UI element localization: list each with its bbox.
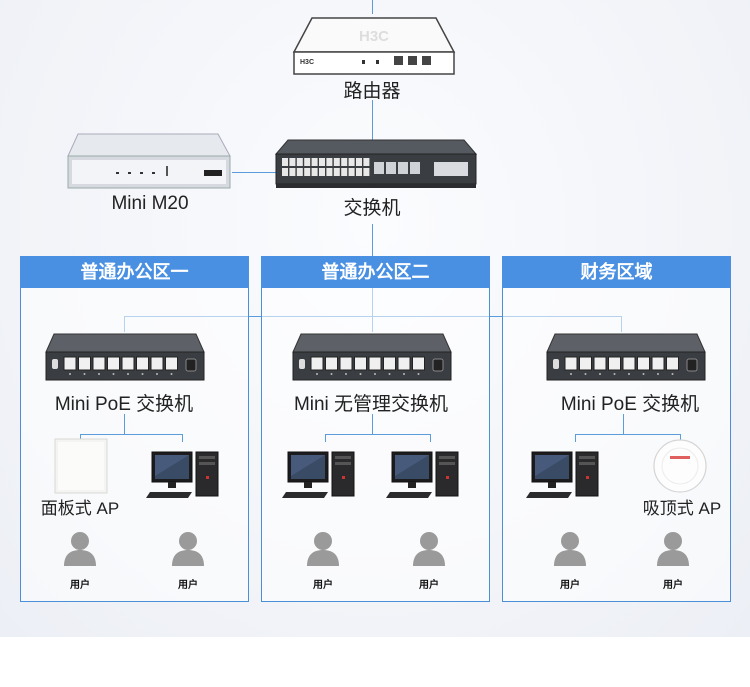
desktop-computer-icon (526, 451, 599, 498)
person-silhouette (172, 532, 204, 566)
user-icon (656, 530, 690, 571)
pc-icon (146, 446, 226, 502)
user-icon (63, 530, 97, 571)
zone-title: 普通办公区一 (20, 256, 249, 288)
m20-switch-line (232, 172, 276, 173)
desktop-computer-icon (146, 451, 219, 498)
user-label: 用户 (313, 580, 333, 591)
desktop-switch-icon (292, 333, 452, 381)
panel-ap-icon (54, 438, 108, 494)
zone-office-2: 普通办公区二 (261, 256, 490, 602)
zone3-left-drop (575, 434, 576, 442)
zone3-switch-label: Mini PoE 交换机 (560, 394, 700, 415)
user-label: 用户 (178, 580, 198, 591)
zone1-branch-line (80, 434, 183, 435)
router-logo: H3C (300, 59, 314, 66)
desktop-switch-icon (45, 333, 205, 381)
mini-m20-label: Mini M20 (111, 193, 189, 214)
person-silhouette (554, 532, 586, 566)
person-silhouette (657, 532, 689, 566)
core-switch-label: 交换机 (343, 198, 401, 219)
zone2-branch-line (325, 434, 431, 435)
router-label: 路由器 (343, 81, 401, 102)
user-icon (171, 530, 205, 571)
zone2-left-drop (325, 434, 326, 442)
router-icon: H3C H3C (292, 17, 456, 75)
zone3-switch (545, 332, 707, 384)
person-silhouette (307, 532, 339, 566)
mini-m20-icon (67, 133, 231, 189)
zone1-left-drop (80, 434, 81, 442)
zone2-switch-label: Mini 无管理交换机 (293, 394, 449, 415)
zone3-right-drop (680, 434, 681, 442)
zone-title: 普通办公区二 (261, 256, 490, 288)
zone-office-1: 普通办公区一 (20, 256, 249, 602)
router-switch-line (372, 100, 373, 140)
zone1-switch-label: Mini PoE 交换机 (54, 394, 194, 415)
zone2-right-drop (430, 434, 431, 442)
zone1-right-drop (182, 434, 183, 442)
zone1-split-line (124, 414, 125, 434)
zone3-split-line (623, 414, 624, 434)
zone3-branch-line (575, 434, 681, 435)
desktop-computer-icon (282, 451, 355, 498)
user-icon (553, 530, 587, 571)
ceiling-ap-icon (653, 439, 707, 493)
user-icon (306, 530, 340, 571)
router-logo-watermark: H3C (359, 28, 389, 45)
zone1-switch (44, 332, 206, 384)
panel-ap-label: 面板式 AP (40, 499, 120, 518)
zone2-split-line (372, 414, 373, 434)
desktop-switch-icon (546, 333, 706, 381)
network-topology-diagram: 普通办公区一 普通办公区二 财务区域 H3C H3C 路由器 Mini M20 … (0, 0, 750, 637)
person-silhouette (413, 532, 445, 566)
user-label: 用户 (419, 580, 439, 591)
core-switch-icon (274, 139, 478, 188)
desktop-computer-icon (386, 451, 459, 498)
uplink-line (372, 0, 373, 14)
ceiling-ap-label: 吸顶式 AP (642, 499, 722, 518)
pc-icon (526, 446, 606, 502)
pc-icon (386, 446, 466, 502)
person-silhouette (64, 532, 96, 566)
pc-icon (282, 446, 362, 502)
user-label: 用户 (560, 580, 580, 591)
zone-title: 财务区域 (502, 256, 731, 288)
user-label: 用户 (663, 580, 683, 591)
zone2-switch (291, 332, 453, 384)
user-icon (412, 530, 446, 571)
zone-finance: 财务区域 (502, 256, 731, 602)
user-label: 用户 (70, 580, 90, 591)
